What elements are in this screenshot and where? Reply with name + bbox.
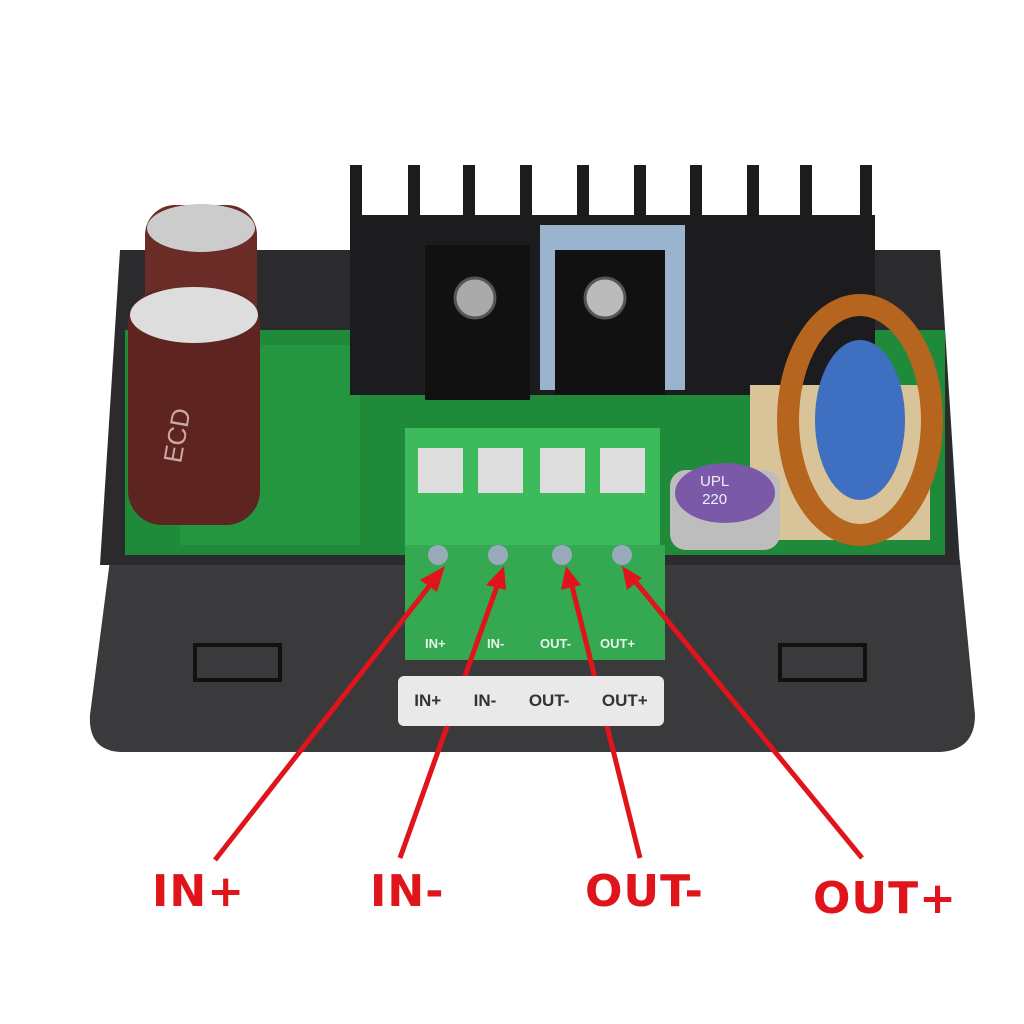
callout-in-plus: IN+: [152, 866, 246, 917]
strip-label-in-plus: IN+: [414, 691, 442, 710]
strip-label-out-plus: OUT+: [601, 691, 648, 710]
callout-in-minus: IN-: [370, 866, 445, 917]
arrow-head-in-minus: [486, 566, 506, 590]
terminal-print-in-minus: IN-: [487, 636, 505, 651]
strip-label-in-minus: IN-: [473, 691, 497, 710]
terminal-print-out-plus: OUT+: [600, 636, 636, 651]
arrow-in-plus: [213, 573, 440, 862]
transistor-q2: [425, 245, 530, 400]
terminal-print-out-minus: OUT-: [540, 636, 572, 651]
terminal-block: [405, 428, 665, 660]
callout-out-plus: OUT+: [813, 873, 958, 924]
transistor-u2: [555, 250, 665, 395]
capacitor-left-front: [128, 290, 260, 525]
terminal-label-strip: IN+ IN- OUT- OUT+: [398, 676, 664, 726]
arrow-head-in-plus: [420, 566, 445, 592]
arrow-out-plus: [628, 573, 864, 860]
screw-icon: [583, 276, 627, 320]
arrow-head-out-plus: [622, 566, 642, 590]
capacitor-brand: UPL: [700, 473, 730, 490]
screw-icon: [453, 276, 497, 320]
arrow-head-out-minus: [561, 566, 581, 590]
strip-label-out-minus: OUT-: [528, 691, 570, 710]
inductor-coil: [777, 294, 943, 546]
terminal-print-in-plus: IN+: [425, 636, 446, 651]
capacitor-right-marking: UPL 220: [700, 473, 729, 509]
capacitor-value: 220: [702, 491, 728, 508]
callout-out-minus: OUT-: [585, 866, 704, 917]
